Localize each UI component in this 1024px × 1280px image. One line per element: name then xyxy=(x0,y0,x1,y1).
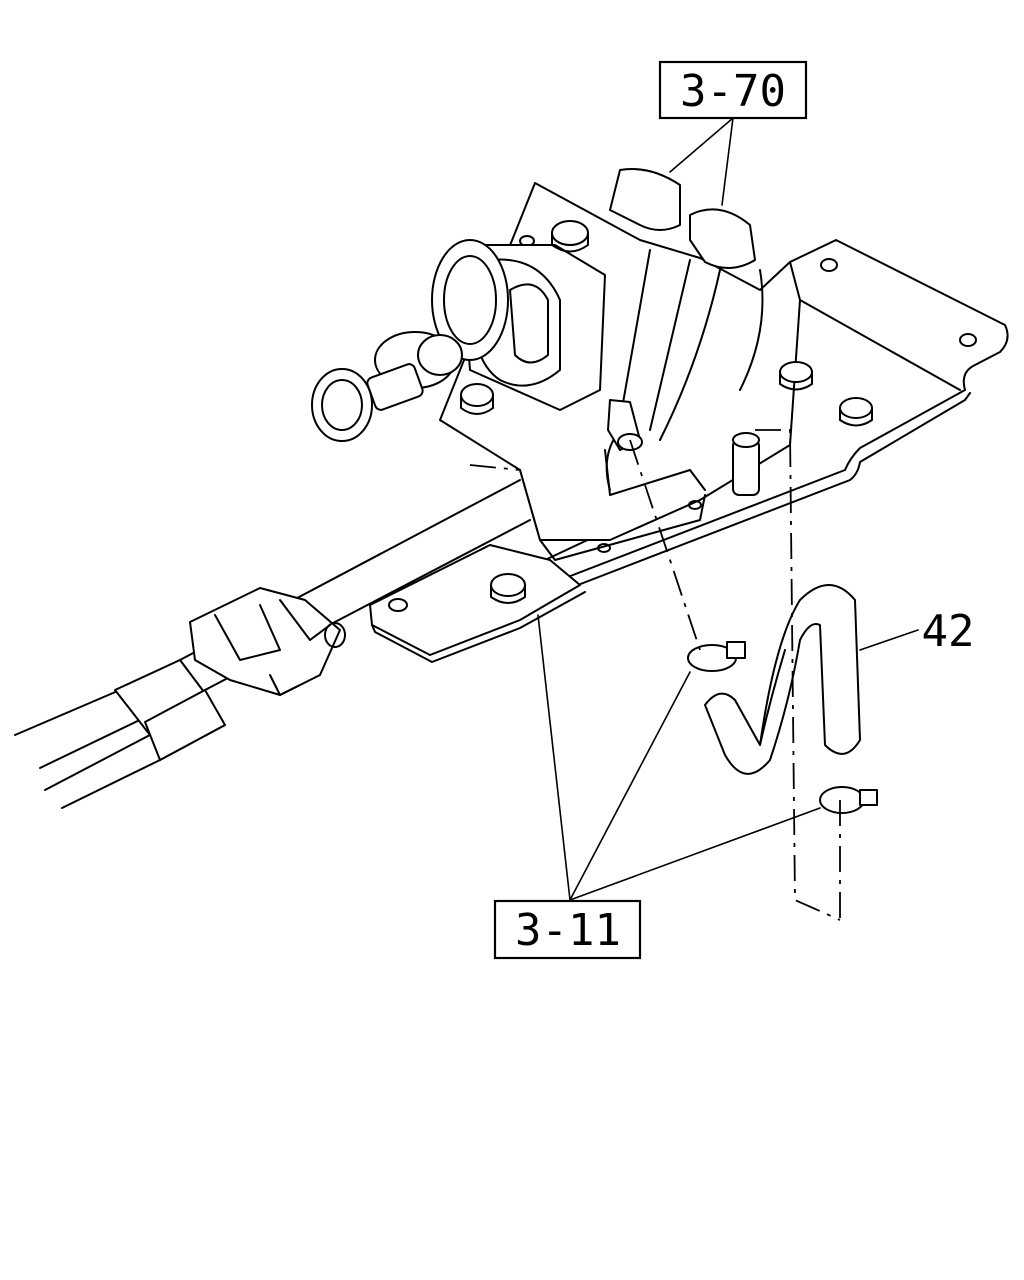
bolt-flange xyxy=(490,573,526,604)
cable-harness xyxy=(14,479,531,809)
center-lines xyxy=(469,429,841,921)
part-number-hose: 42 xyxy=(922,606,975,657)
pipe-stub xyxy=(732,432,760,496)
bolt-plate-2 xyxy=(839,397,873,427)
bolt-mid xyxy=(460,383,494,415)
lower-flange-bracket xyxy=(369,544,586,663)
upper-pipes xyxy=(607,168,764,451)
mounting-bracket-plate xyxy=(544,239,1009,591)
leader-lines xyxy=(537,117,919,901)
hose-clamp-lower xyxy=(819,786,878,814)
callout-ref-top-label: 3-70 xyxy=(680,66,786,117)
callout-ref-bottom-label: 3-11 xyxy=(515,905,621,956)
callout-ref-top: 3-70 xyxy=(658,60,808,120)
callout-ref-bottom: 3-11 xyxy=(493,899,642,960)
solenoid-assembly xyxy=(311,239,606,442)
bolt-top xyxy=(551,220,589,253)
bolt-plate-1 xyxy=(779,361,813,391)
hose-part-42 xyxy=(704,584,861,775)
hose-clamp-upper xyxy=(687,641,746,672)
